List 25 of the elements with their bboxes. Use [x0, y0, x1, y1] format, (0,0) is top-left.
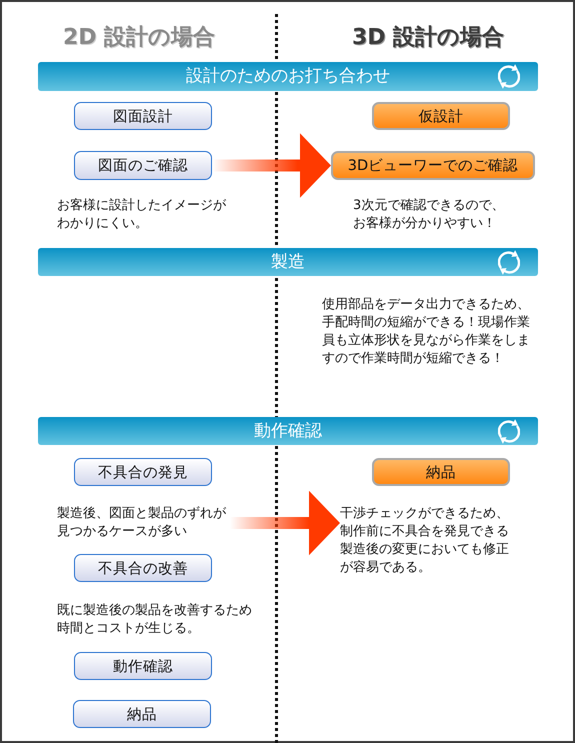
note-text: 干渉チェックができるため、制作前に不具合を発見できる製造後の変更においても修正が容易である。	[340, 505, 513, 577]
column-heading: 3D 設計の場合	[352, 25, 504, 51]
column-heading: 2D 設計の場合	[63, 25, 216, 51]
step-box: 図面設計	[74, 102, 212, 130]
step-box: 3Dビューワーでのご確認	[331, 151, 535, 180]
step-box: 動作確認	[74, 652, 212, 680]
step-box: 納品	[372, 458, 510, 486]
arrow	[230, 490, 340, 556]
step-box: 仮設計	[372, 102, 510, 130]
step-box: 図面のご確認	[74, 151, 212, 180]
section-band	[38, 62, 538, 91]
arrow	[212, 133, 331, 198]
section-band	[38, 417, 538, 445]
note-text: 使用部品をデータ出力できるため、手配時間の短縮ができる！現場作業員も立体形状を見ながら作業をしますので作業時間が短縮できる！	[322, 296, 531, 368]
note-text: 3次元で確認できるので、お客様が分かりやすい！	[353, 197, 506, 233]
step-box: 納品	[73, 700, 211, 728]
band-title: 製造	[271, 252, 305, 272]
step-box: 不具合の発見	[74, 458, 212, 486]
section-band	[38, 248, 538, 276]
note-text: 製造後、図面と製品のずれが見つかるケースが多い	[57, 505, 230, 541]
step-box: 不具合の改善	[74, 554, 212, 582]
note-text: お客様に設計したイメージがわかりにくい。	[57, 197, 227, 233]
band-title: 設計のためのお打ち合わせ	[186, 66, 390, 87]
note-text: 既に製造後の製品を改善するため時間とコストが生じる。	[57, 602, 253, 638]
band-title: 動作確認	[254, 420, 322, 442]
